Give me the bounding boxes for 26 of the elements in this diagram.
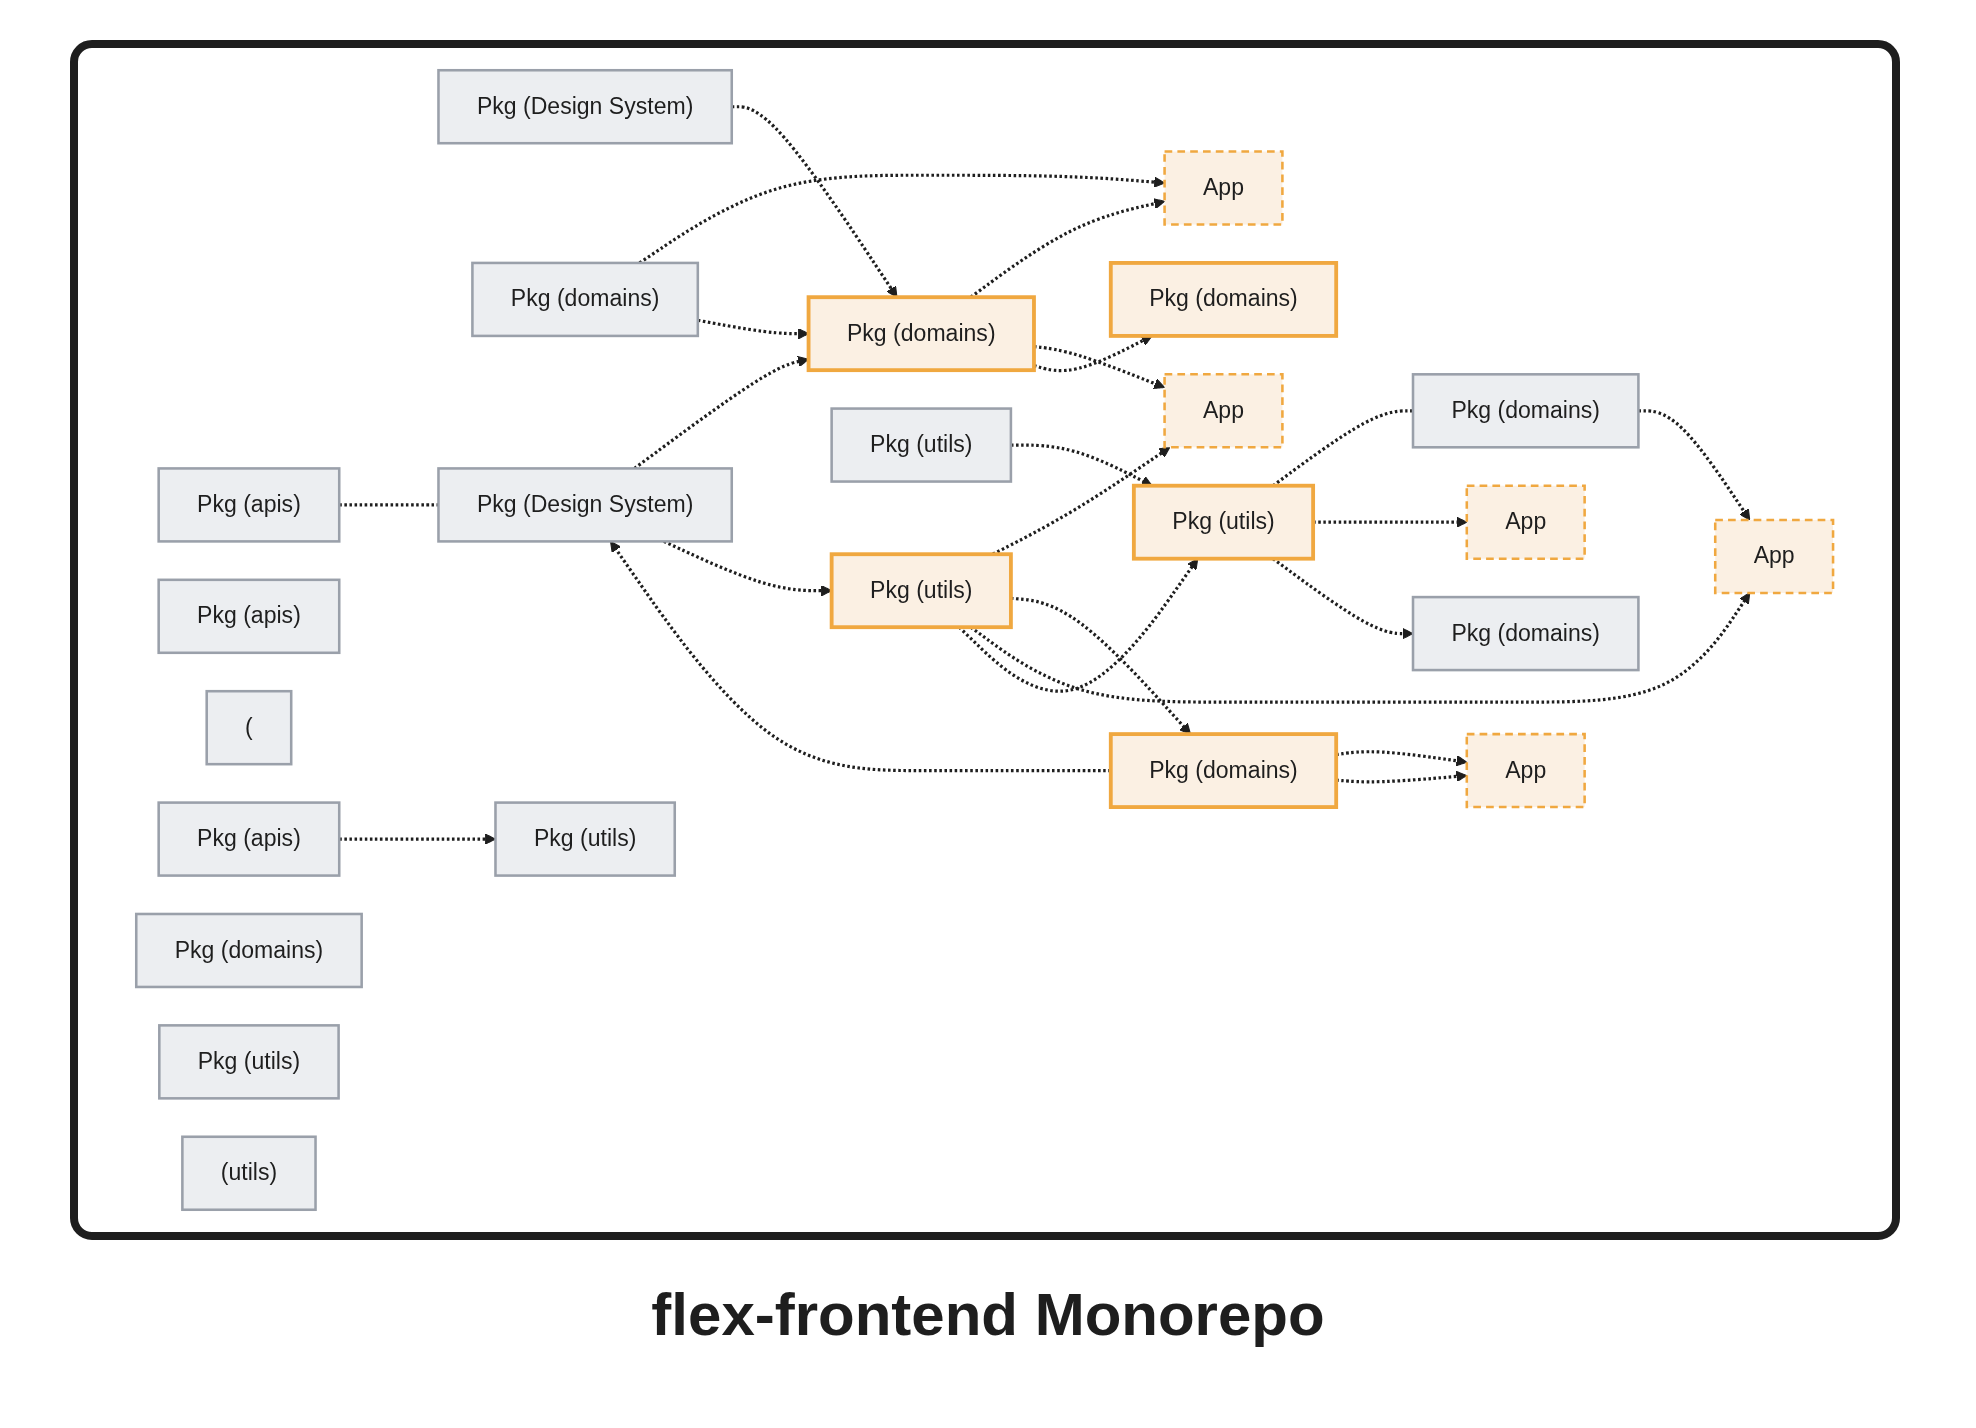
node-box: Pkg (apis) xyxy=(157,467,341,543)
node-box: Pkg (utils) xyxy=(1132,483,1316,561)
node-box: Pkg (domains) xyxy=(807,295,1037,373)
node-box: App xyxy=(1163,150,1285,226)
node-box: Pkg (domains) xyxy=(1412,373,1641,449)
node-box: ( xyxy=(205,689,293,766)
node-box: Pkg (domains) xyxy=(135,912,364,989)
node-box: Pkg (domains) xyxy=(1109,732,1339,809)
node-box: Pkg (utils) xyxy=(830,407,1013,483)
node-box: App xyxy=(1714,518,1835,595)
node-box: Pkg (domains) xyxy=(1412,595,1641,672)
node-box: Pkg (apis) xyxy=(157,578,341,655)
arrow xyxy=(958,558,1199,693)
node-box: Pkg (utils) xyxy=(494,801,677,877)
node-box: (utils) xyxy=(181,1135,318,1211)
node-box: Pkg (domains) xyxy=(471,261,700,338)
node-box: App xyxy=(1465,732,1587,809)
node-box: Pkg (Design System) xyxy=(437,68,734,145)
node-box: Pkg (apis) xyxy=(157,801,341,877)
node-box: App xyxy=(1465,484,1587,560)
node-box: Pkg (Design System) xyxy=(437,467,734,543)
node-box: Pkg (domains) xyxy=(1109,261,1339,338)
node-box: App xyxy=(1163,373,1285,449)
node-box: Pkg (utils) xyxy=(830,552,1014,630)
node-box: Pkg (utils) xyxy=(158,1024,341,1100)
diagram-caption: flex-frontend Monorepo xyxy=(651,1280,1325,1349)
